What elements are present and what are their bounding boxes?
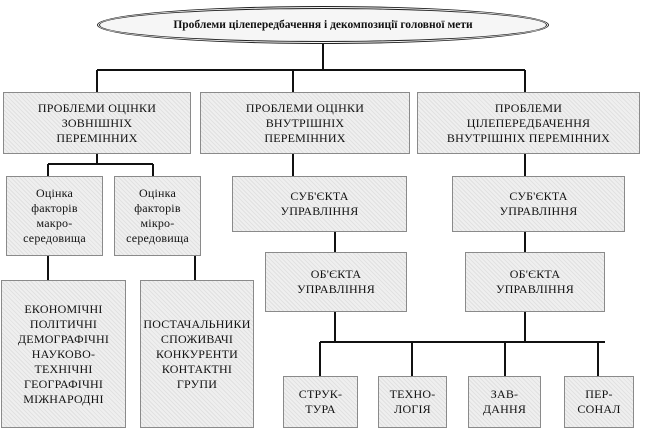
forecast-subject-node: СУБ'ЄКТА УПРАВЛІННЯ: [452, 176, 625, 232]
internal-object-node: ОБ'ЄКТА УПРАВЛІННЯ: [265, 252, 407, 312]
macro-environment-node: Оцінка факторів макро- середовища: [6, 176, 103, 256]
internal-subject-node: СУБ'ЄКТА УПРАВЛІННЯ: [232, 176, 407, 232]
forecast-variables-node: ПРОБЛЕМИ ЦІЛЕПЕРЕДБАЧЕННЯ ВНУТРІШНІХ ПЕР…: [417, 92, 640, 154]
micro-factors-text: ПОСТАЧАЛЬНИКИ СПОЖИВАЧІ КОНКУРЕНТИ КОНТА…: [143, 316, 251, 391]
root-goal-title: Проблеми цілепередбачення і декомпозиції…: [173, 19, 473, 31]
macro-factors-text: ЕКОНОМІЧНІ ПОЛІТИЧНІ ДЕМОГРАФІЧНІ НАУКОВ…: [17, 301, 110, 406]
macro-environment-label: Оцінка факторів макро- середовища: [23, 186, 86, 245]
component-personnel-node: ПЕР- СОНАЛ: [564, 376, 634, 428]
component-tasks-node: ЗАВ- ДАННЯ: [468, 376, 541, 428]
micro-factors-list: ПОСТАЧАЛЬНИКИ СПОЖИВАЧІ КОНКУРЕНТИ КОНТА…: [140, 280, 254, 428]
forecast-subject-label: СУБ'ЄКТА УПРАВЛІННЯ: [499, 189, 578, 218]
component-technology-node: ТЕХНО- ЛОГІЯ: [378, 376, 447, 428]
forecast-object-label: ОБ'ЄКТА УПРАВЛІННЯ: [496, 267, 574, 296]
root-goal-node: Проблеми цілепередбачення і декомпозиції…: [97, 6, 549, 44]
external-variables-label: ПРОБЛЕМИ ОЦІНКИ ЗОВНІШНІХ ПЕРЕМІННИХ: [37, 100, 157, 145]
forecast-object-node: ОБ'ЄКТА УПРАВЛІННЯ: [465, 252, 605, 312]
internal-variables-node: ПРОБЛЕМИ ОЦІНКИ ВНУТРІШНІХ ПЕРЕМІННИХ: [200, 92, 410, 154]
forecast-variables-label: ПРОБЛЕМИ ЦІЛЕПЕРЕДБАЧЕННЯ ВНУТРІШНІХ ПЕР…: [446, 100, 611, 145]
micro-environment-label: Оцінка факторів мікро- середовища: [126, 186, 189, 245]
external-variables-node: ПРОБЛЕМИ ОЦІНКИ ЗОВНІШНІХ ПЕРЕМІННИХ: [3, 92, 191, 154]
component-tasks-label: ЗАВ- ДАННЯ: [482, 387, 527, 416]
macro-factors-list: ЕКОНОМІЧНІ ПОЛІТИЧНІ ДЕМОГРАФІЧНІ НАУКОВ…: [1, 280, 126, 428]
component-structure-label: СТРУК- ТУРА: [298, 387, 343, 416]
internal-variables-label: ПРОБЛЕМИ ОЦІНКИ ВНУТРІШНІХ ПЕРЕМІННИХ: [245, 100, 365, 145]
micro-environment-node: Оцінка факторів мікро- середовища: [114, 176, 201, 256]
internal-object-label: ОБ'ЄКТА УПРАВЛІННЯ: [297, 267, 375, 296]
internal-subject-label: СУБ'ЄКТА УПРАВЛІННЯ: [280, 189, 359, 218]
component-personnel-label: ПЕР- СОНАЛ: [577, 387, 621, 416]
component-technology-label: ТЕХНО- ЛОГІЯ: [389, 387, 436, 416]
component-structure-node: СТРУК- ТУРА: [283, 376, 358, 428]
